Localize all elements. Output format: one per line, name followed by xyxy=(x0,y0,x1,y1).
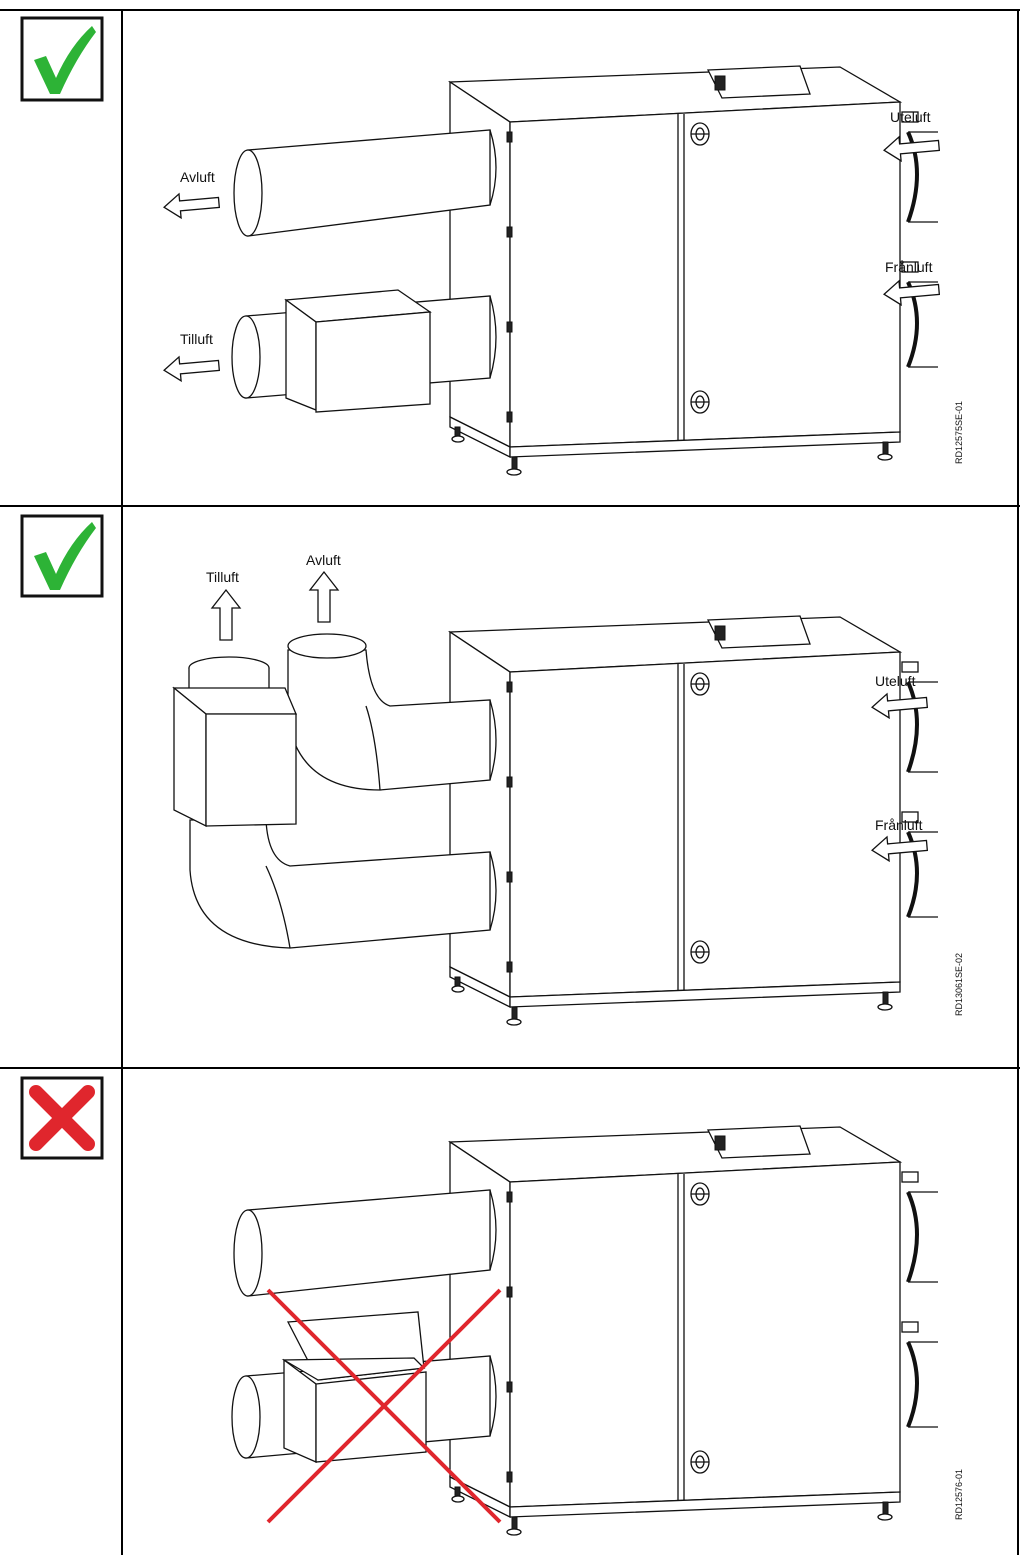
panel-1: Avluft Tilluft Uteluft Frånluft RD12575S… xyxy=(20,16,964,477)
label-extract: Frånluft xyxy=(875,817,923,833)
cross-mark-icon xyxy=(29,1085,95,1151)
label-outdoor: Uteluft xyxy=(875,673,916,689)
unit-drawing-3 xyxy=(231,1124,940,1537)
drawing-code-2: RD13061SE-02 xyxy=(954,953,964,1016)
supply-duct xyxy=(172,656,497,949)
panel-3: RD12576-01 xyxy=(20,1076,964,1537)
panel-2: Tilluft Avluft Uteluft Frånluft RD13061S… xyxy=(20,514,964,1027)
arrow-supply xyxy=(211,589,241,641)
upper-duct xyxy=(233,1189,497,1297)
status-box-2 xyxy=(20,514,104,598)
supply-duct xyxy=(231,289,497,413)
drawing-code-3: RD12576-01 xyxy=(954,1469,964,1520)
red-cross-overlay xyxy=(266,1288,502,1524)
exhaust-duct xyxy=(233,129,497,237)
arrow-exhaust xyxy=(309,571,339,623)
label-outdoor: Uteluft xyxy=(890,109,931,125)
arrow-supply xyxy=(162,352,221,383)
check-mark-icon xyxy=(34,26,96,94)
status-box-1 xyxy=(20,16,104,102)
label-exhaust: Avluft xyxy=(180,169,215,185)
drawing-code-1: RD12575SE-01 xyxy=(954,401,964,464)
arrow-exhaust xyxy=(162,189,221,220)
layout-grid xyxy=(0,9,1020,1555)
check-mark-icon xyxy=(34,522,96,590)
status-box-3 xyxy=(20,1076,104,1160)
unit-drawing-1 xyxy=(231,64,940,477)
label-supply: Tilluft xyxy=(206,569,239,585)
exhaust-duct xyxy=(287,633,497,791)
label-exhaust: Avluft xyxy=(306,552,341,568)
label-supply: Tilluft xyxy=(180,331,213,347)
unit-drawing-2 xyxy=(172,614,940,1027)
label-extract: Frånluft xyxy=(885,259,933,275)
